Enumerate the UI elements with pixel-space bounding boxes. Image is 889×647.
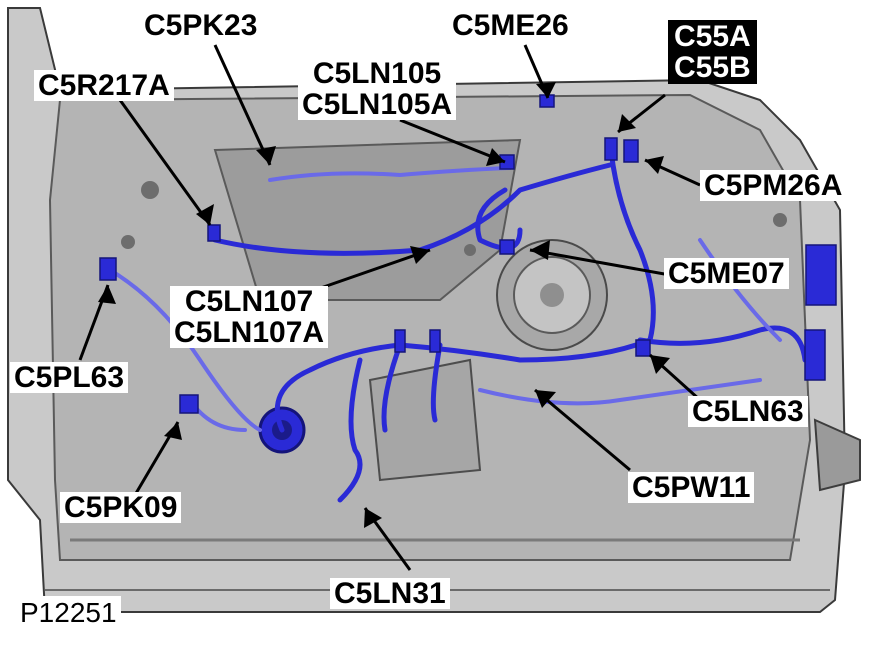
window-recess: [213, 138, 522, 301]
label-c5pk23: C5PK23: [140, 10, 262, 41]
label-c5pk09: C5PK09: [60, 492, 182, 523]
figure-id: P12251: [16, 596, 121, 630]
label-c5r217a: C5R217A: [34, 70, 174, 101]
leader-arrowheads: [98, 82, 670, 528]
label-c5me07: C5ME07: [664, 258, 789, 289]
speaker-center: [540, 283, 564, 307]
label-c5ln107: C5LN107 C5LN107A: [170, 286, 329, 348]
hinge-bracket: [813, 418, 861, 492]
label-c5ln31: C5LN31: [330, 578, 450, 609]
wiring-harness-light: [108, 166, 782, 432]
label-c5me26: C5ME26: [448, 10, 573, 41]
wiring-harness: [212, 137, 808, 503]
label-c5ln105: C5LN105 C5LN105A: [298, 58, 457, 120]
label-c5pw11: C5PW11: [628, 472, 755, 503]
label-c55: C55A C55B: [668, 20, 757, 84]
label-c5ln63: C5LN63: [688, 396, 808, 427]
connector-blocks: [99, 94, 837, 414]
label-c5pm26a: C5PM26A: [700, 170, 847, 201]
label-c5pl63: C5PL63: [10, 362, 129, 393]
